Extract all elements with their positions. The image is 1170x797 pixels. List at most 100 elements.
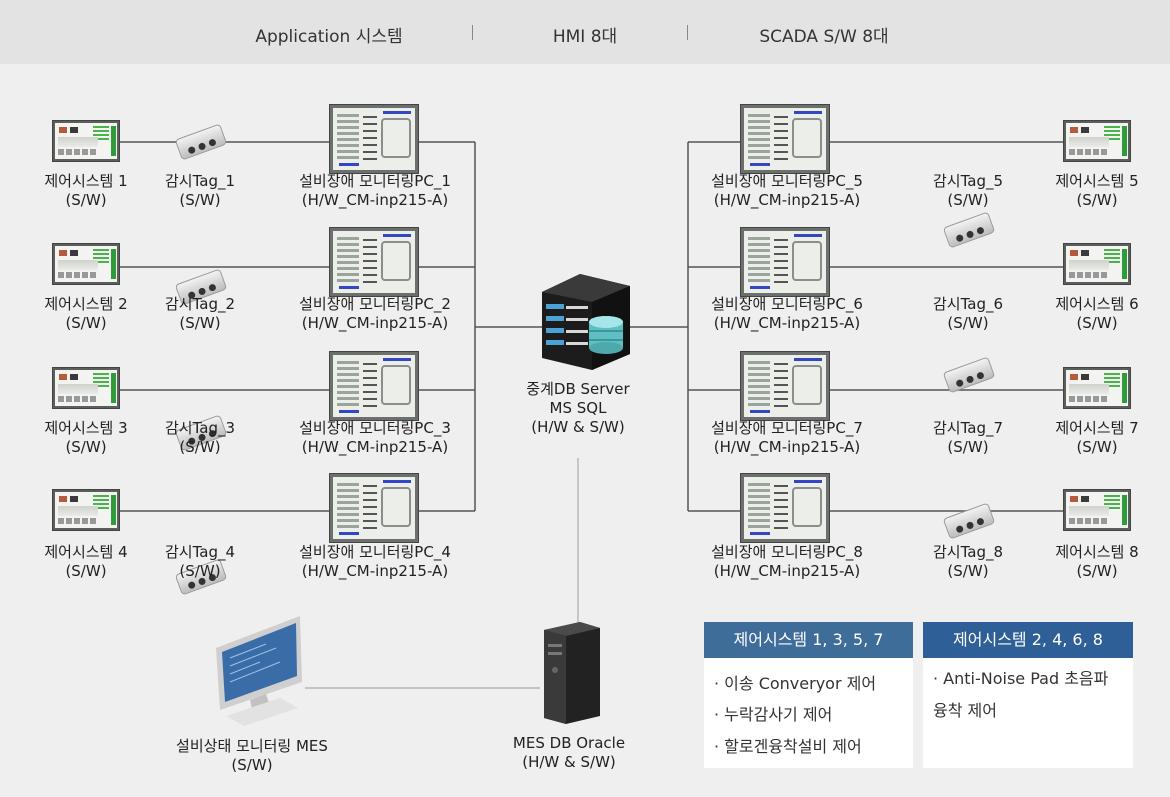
header-divider [687,25,688,40]
control-system-label-line: 제어시스템 1 [44,172,128,190]
monitoring-pc-label-line: 설비장애 모니터링PC_7 [711,419,863,437]
control-system-label: 제어시스템 5(S/W) [1055,172,1138,210]
monitoring-tag-label-line: 감시Tag_4 [164,543,236,561]
monitoring-pc-label-line: 설비장애 모니터링PC_1 [299,172,451,190]
monitoring-pc-icon [329,227,419,297]
control-system-icon [52,243,120,285]
monitoring-pc-label-line: 설비장애 모니터링PC_6 [711,295,863,313]
monitoring-tag-label-line: 감시Tag_7 [932,419,1004,437]
control-system-label-line: 제어시스템 6 [1055,295,1139,313]
control-system-label: 제어시스템 7(S/W) [1055,419,1138,457]
monitoring-pc-icon [740,351,830,421]
monitoring-tag-label-line: 감시Tag_5 [932,172,1004,190]
legend-even-body: · Anti-Noise Pad 초음파 융착 제어 [923,658,1133,768]
mes-db-label: MES DB Oracle (H/W & S/W) [513,734,625,772]
control-system-label: 제어시스템 8(S/W) [1055,543,1138,581]
header-scada: SCADA S/W 8대 [759,27,889,47]
monitoring-tag-label-line: (S/W) [179,191,221,209]
mes-db-name: MES DB Oracle [512,734,626,752]
control-system-label: 제어시스템 6(S/W) [1055,295,1138,333]
mes-db-type: (H/W & S/W) [522,753,616,771]
monitoring-pc-label: 설비장애 모니터링PC_2(H/W_CM-inp215-A) [299,295,451,333]
mes-monitor-type: (S/W) [231,756,273,774]
monitoring-pc-icon [329,351,419,421]
control-system-label-line: 제어시스템 5 [1055,172,1139,190]
control-system-label-line: (S/W) [65,562,107,580]
control-system-icon [1063,243,1131,285]
control-system-icon [52,367,120,409]
control-system-label-line: (S/W) [1076,314,1118,332]
control-system-label-line: (S/W) [1076,438,1118,456]
monitoring-pc-icon [740,473,830,543]
monitoring-tag-label: 감시Tag_6(S/W) [933,295,1003,333]
mes-monitor-label: 설비상태 모니터링 MES (S/W) [176,737,328,775]
monitoring-pc-label: 설비장애 모니터링PC_3(H/W_CM-inp215-A) [299,419,451,457]
header-divider [472,25,473,40]
monitoring-tag-label-line: 감시Tag_1 [164,172,236,190]
monitoring-tag-label-line: (S/W) [947,314,989,332]
legend-odd-body: · 이송 Converyor 제어 · 누락감사기 제어 · 할로겐융착설비 제… [704,658,913,768]
mes-db-tower-icon [540,620,604,726]
monitoring-tag-label-line: 감시Tag_6 [932,295,1004,313]
monitoring-pc-label-line: 설비장애 모니터링PC_2 [299,295,451,313]
control-system-label-line: (S/W) [65,314,107,332]
control-system-label-line: 제어시스템 3 [44,419,128,437]
mes-monitor-name: 설비상태 모니터링 MES [176,737,328,755]
monitoring-tag-label-line: (S/W) [947,191,989,209]
control-system-icon [52,489,120,531]
relay-db-server-label: 중계DB Server MS SQL (H/W & S/W) [526,380,629,437]
monitoring-pc-label: 설비장애 모니터링PC_6(H/W_CM-inp215-A) [711,295,863,333]
control-system-label-line: 제어시스템 7 [1055,419,1139,437]
monitoring-pc-label-line: 설비장애 모니터링PC_8 [711,543,863,561]
control-system-icon [1063,120,1131,162]
monitoring-pc-icon [740,104,830,174]
header-hmi: HMI 8대 [552,27,618,47]
monitoring-tag-label-line: (S/W) [947,562,989,580]
monitoring-tag-label: 감시Tag_7(S/W) [933,419,1003,457]
monitoring-tag-label-line: (S/W) [179,314,221,332]
control-system-icon [52,120,120,162]
monitoring-tag-label-line: (S/W) [947,438,989,456]
monitoring-tag-label-line: 감시Tag_2 [164,295,236,313]
db-server-engine: MS SQL [549,399,607,417]
legend-odd-item: · 할로겐융착설비 제어 [714,737,862,756]
control-system-icon [1063,489,1131,531]
monitoring-tag-label: 감시Tag_1(S/W) [165,172,235,210]
control-system-label-line: (S/W) [1076,191,1118,209]
control-system-label-line: 제어시스템 8 [1055,543,1139,561]
monitoring-tag-label-line: (S/W) [179,562,221,580]
legend-odd-item: · 누락감사기 제어 [714,705,833,724]
monitoring-tag-label: 감시Tag_8(S/W) [933,543,1003,581]
monitoring-pc-icon [329,104,419,174]
monitoring-pc-label-line: (H/W_CM-inp215-A) [713,562,861,580]
legend-even-title: 제어시스템 2, 4, 6, 8 [923,622,1133,658]
control-system-label-line: (S/W) [1076,562,1118,580]
monitoring-pc-label: 설비장애 모니터링PC_7(H/W_CM-inp215-A) [711,419,863,457]
control-system-label: 제어시스템 3(S/W) [44,419,127,457]
monitoring-tag-label: 감시Tag_5(S/W) [933,172,1003,210]
control-system-label-line: 제어시스템 4 [44,543,128,561]
monitoring-pc-icon [329,473,419,543]
relay-db-server-icon [540,272,634,372]
control-system-icon [1063,367,1131,409]
control-system-label: 제어시스템 1(S/W) [44,172,127,210]
legend-odd-title: 제어시스템 1, 3, 5, 7 [704,622,913,658]
monitoring-pc-label-line: 설비장애 모니터링PC_5 [711,172,863,190]
monitoring-tag-label: 감시Tag_2(S/W) [165,295,235,333]
header-bar: Application 시스템 HMI 8대 SCADA S/W 8대 [0,0,1170,64]
legend-even-item: · Anti-Noise Pad 초음파 융착 제어 [933,669,1109,720]
control-system-label-line: 제어시스템 2 [44,295,128,313]
monitoring-pc-label: 설비장애 모니터링PC_8(H/W_CM-inp215-A) [711,543,863,581]
mes-monitor-icon [196,612,312,726]
monitoring-pc-label-line: (H/W_CM-inp215-A) [301,438,449,456]
monitoring-pc-label-line: (H/W_CM-inp215-A) [713,314,861,332]
db-server-type: (H/W & S/W) [531,418,625,436]
monitoring-pc-label-line: (H/W_CM-inp215-A) [301,191,449,209]
monitoring-tag-label-line: (S/W) [179,438,221,456]
monitoring-tag-label: 감시Tag_3(S/W) [165,419,235,457]
control-system-label: 제어시스템 4(S/W) [44,543,127,581]
monitoring-tag-label-line: 감시Tag_3 [164,419,236,437]
monitoring-pc-label-line: 설비장애 모니터링PC_4 [299,543,451,561]
db-server-name: 중계DB Server [526,380,630,398]
monitoring-tag-label: 감시Tag_4(S/W) [165,543,235,581]
